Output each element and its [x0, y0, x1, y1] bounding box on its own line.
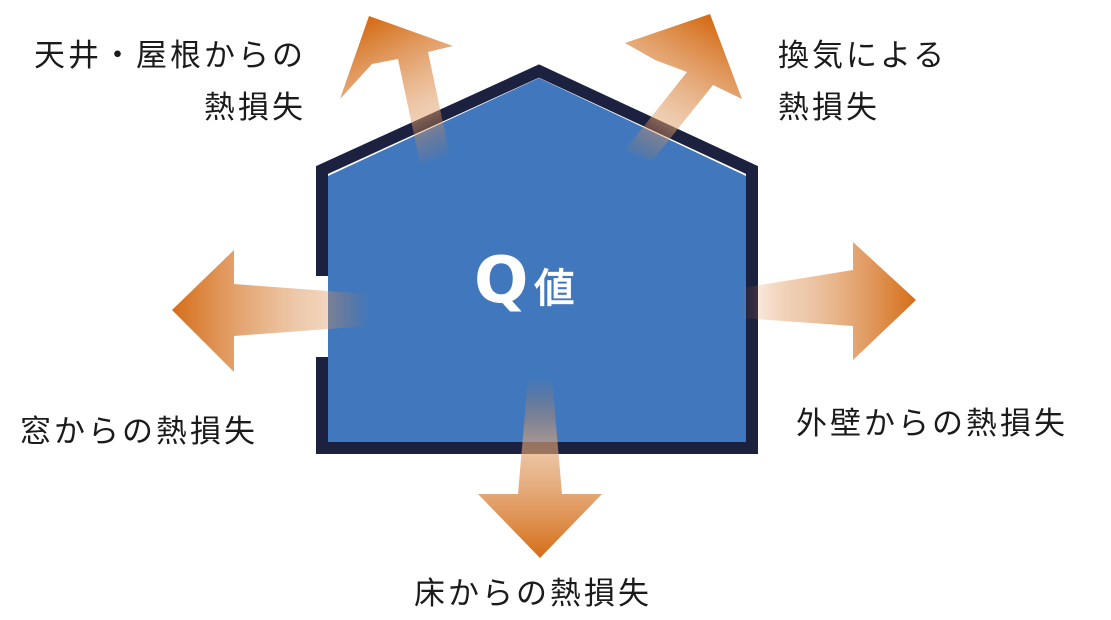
house-outline: [316, 64, 758, 454]
wall-heat-arrow: [742, 242, 916, 360]
floor-label-text: 床からの熱損失: [414, 576, 652, 612]
ventilation-heat-loss-label: 換気による 熱損失: [778, 30, 947, 134]
roof-heat-arrow: [340, 16, 453, 163]
ventilation-label-line1: 換気による: [778, 38, 948, 74]
window-heat-arrow: [172, 250, 368, 372]
q-value-kanji: 値: [534, 266, 575, 312]
ventilation-label-line2: 熱損失: [778, 90, 880, 126]
q-value-letter: Q: [474, 244, 529, 318]
roof-label-line1: 天井・屋根からの: [34, 38, 306, 74]
window-label-text: 窓からの熱損失: [20, 414, 258, 450]
ventilation-heat-arrow: [625, 14, 742, 161]
floor-heat-arrow: [478, 378, 602, 558]
wall-label-text: 外壁からの熱損失: [796, 406, 1068, 442]
window-heat-loss-label: 窓からの熱損失: [20, 406, 258, 458]
wall-heat-loss-label: 外壁からの熱損失: [796, 398, 1068, 450]
floor-heat-loss-label: 床からの熱損失: [414, 568, 652, 620]
roof-heat-loss-label: 天井・屋根からの 熱損失: [0, 30, 306, 134]
house-body: [328, 78, 746, 443]
roof-label-line2: 熱損失: [204, 90, 306, 126]
